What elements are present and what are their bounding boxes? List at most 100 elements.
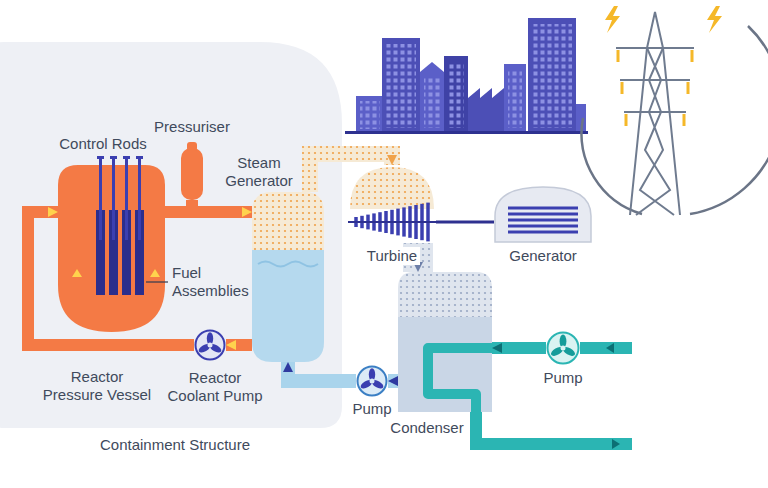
turbine-outline — [348, 221, 436, 223]
turbine-outline — [348, 165, 436, 243]
power-line-arc — [690, 26, 768, 214]
cooling-water-pipe — [606, 343, 614, 353]
city-buildings — [448, 62, 464, 128]
feedwater-pump-outline — [370, 378, 384, 390]
city-buildings — [508, 70, 522, 128]
feedwater-pipe — [388, 374, 398, 388]
generator-outline — [508, 213, 578, 216]
cooling-water-pipe — [476, 412, 632, 444]
city-buildings — [345, 18, 588, 134]
reactor-pressure-vessel-outline — [123, 156, 130, 159]
condenser-outline — [398, 272, 492, 412]
lightning-bolt — [605, 6, 722, 33]
generator-outline — [495, 187, 591, 242]
component-label: Turbine — [364, 247, 420, 265]
node-label-box: Pump — [533, 369, 593, 387]
node-label-box: Condenser — [382, 419, 472, 437]
city-buildings — [360, 101, 380, 129]
cooling-water-pump-outline — [546, 331, 580, 365]
part-label-box: Fuel Assemblies — [172, 264, 252, 300]
condenser: Condenser — [398, 272, 492, 412]
city-buildings — [504, 64, 526, 131]
pressuriser-outline — [187, 142, 197, 151]
reactor-coolant-pump: Reactor Coolant Pump — [194, 329, 226, 361]
part-label: Fuel Assemblies — [172, 264, 252, 300]
steam-generator-outline — [252, 250, 324, 362]
leader-line — [146, 281, 168, 282]
transmission-pylon — [616, 48, 694, 112]
city-buildings — [532, 24, 572, 128]
reactor-coolant-pump-outline — [197, 342, 211, 354]
cooling-water-pipe — [612, 439, 620, 449]
generator-outline — [508, 231, 578, 234]
steam-generator-outline — [252, 192, 324, 250]
cooling-water-pipe — [492, 342, 546, 354]
cooling-water-pump: Pump — [546, 331, 580, 365]
component-label: Reactor Pressure Vessel — [41, 368, 154, 404]
primary-coolant-pipe — [226, 339, 252, 351]
turbine-outline — [350, 167, 434, 209]
city-buildings — [424, 78, 440, 128]
pressuriser-outline — [181, 148, 203, 200]
reactor-pressure-vessel-outline — [125, 158, 128, 240]
feedwater-pump-outline — [359, 378, 373, 390]
condenser-outline — [428, 348, 492, 412]
node-label-box: Reactor Coolant Pump — [165, 369, 265, 405]
node-label-box: Turbine — [347, 247, 437, 265]
reactor-pressure-vessel: Reactor Pressure Vessel — [58, 165, 165, 332]
transmission-pylon — [616, 12, 694, 215]
condenser-outline — [398, 317, 492, 412]
cooling-water-pump-outline — [561, 346, 566, 351]
feedwater-pump-outline — [356, 365, 388, 397]
city-buildings — [382, 38, 420, 131]
part-label: Control Rods — [59, 135, 147, 153]
steam-generator-outline — [258, 262, 318, 267]
node-label-box: Reactor Pressure Vessel — [41, 368, 154, 404]
reactor-pressure-vessel-outline — [112, 158, 115, 240]
transmission-pylon — [636, 48, 674, 215]
lightning-bolt — [707, 6, 722, 33]
city-buildings — [468, 88, 504, 131]
condenser-outline — [398, 272, 492, 317]
city-buildings — [528, 18, 576, 131]
power-line-arc — [582, 118, 642, 214]
steam-generator: Steam Generator — [252, 192, 324, 362]
containment-structure-outline — [0, 42, 342, 428]
reactor-pressure-vessel-outline — [72, 269, 82, 277]
pressuriser: Pressuriser — [181, 142, 203, 200]
pressuriser-outline — [181, 142, 203, 200]
reactor-coolant-pump-outline — [196, 331, 225, 360]
turbine: Turbine — [348, 165, 436, 243]
part-label-box: Control Rods — [43, 135, 163, 153]
turbine-shaft — [436, 221, 494, 224]
city-buildings — [386, 44, 416, 128]
generator-outline — [494, 186, 592, 243]
cooling-water-pump-outline — [561, 345, 576, 358]
city-buildings — [356, 96, 384, 131]
component-label: Steam Generator — [219, 154, 299, 190]
reactor-pressure-vessel-outline — [150, 269, 160, 277]
power-line-arc — [582, 26, 768, 214]
insulator — [618, 50, 692, 126]
insulator — [618, 50, 692, 126]
reactor-pressure-vessel-outline — [58, 165, 165, 332]
node-label-box: Pressuriser — [137, 118, 247, 136]
generator-outline — [508, 219, 578, 222]
component-label: Pressuriser — [154, 118, 230, 136]
node-label-box: Containment Structure — [65, 436, 285, 454]
cooling-water-pump-outline — [550, 345, 565, 358]
reactor-pressure-vessel-outline — [97, 156, 104, 159]
feedwater-pump-outline — [358, 367, 387, 396]
reactor-pressure-vessel-outline — [138, 158, 141, 240]
component-label: Reactor Coolant Pump — [165, 369, 265, 405]
steam-generator-outline — [252, 192, 324, 362]
component-label: Containment Structure — [100, 436, 250, 454]
transmission-pylon — [630, 12, 680, 215]
node-label-box: Steam Generator — [219, 154, 299, 190]
generator: Generator — [494, 186, 592, 243]
feedwater-pump: Pump — [356, 365, 388, 397]
generator-outline — [508, 207, 578, 210]
reactor-coolant-pump-outline — [208, 343, 213, 348]
